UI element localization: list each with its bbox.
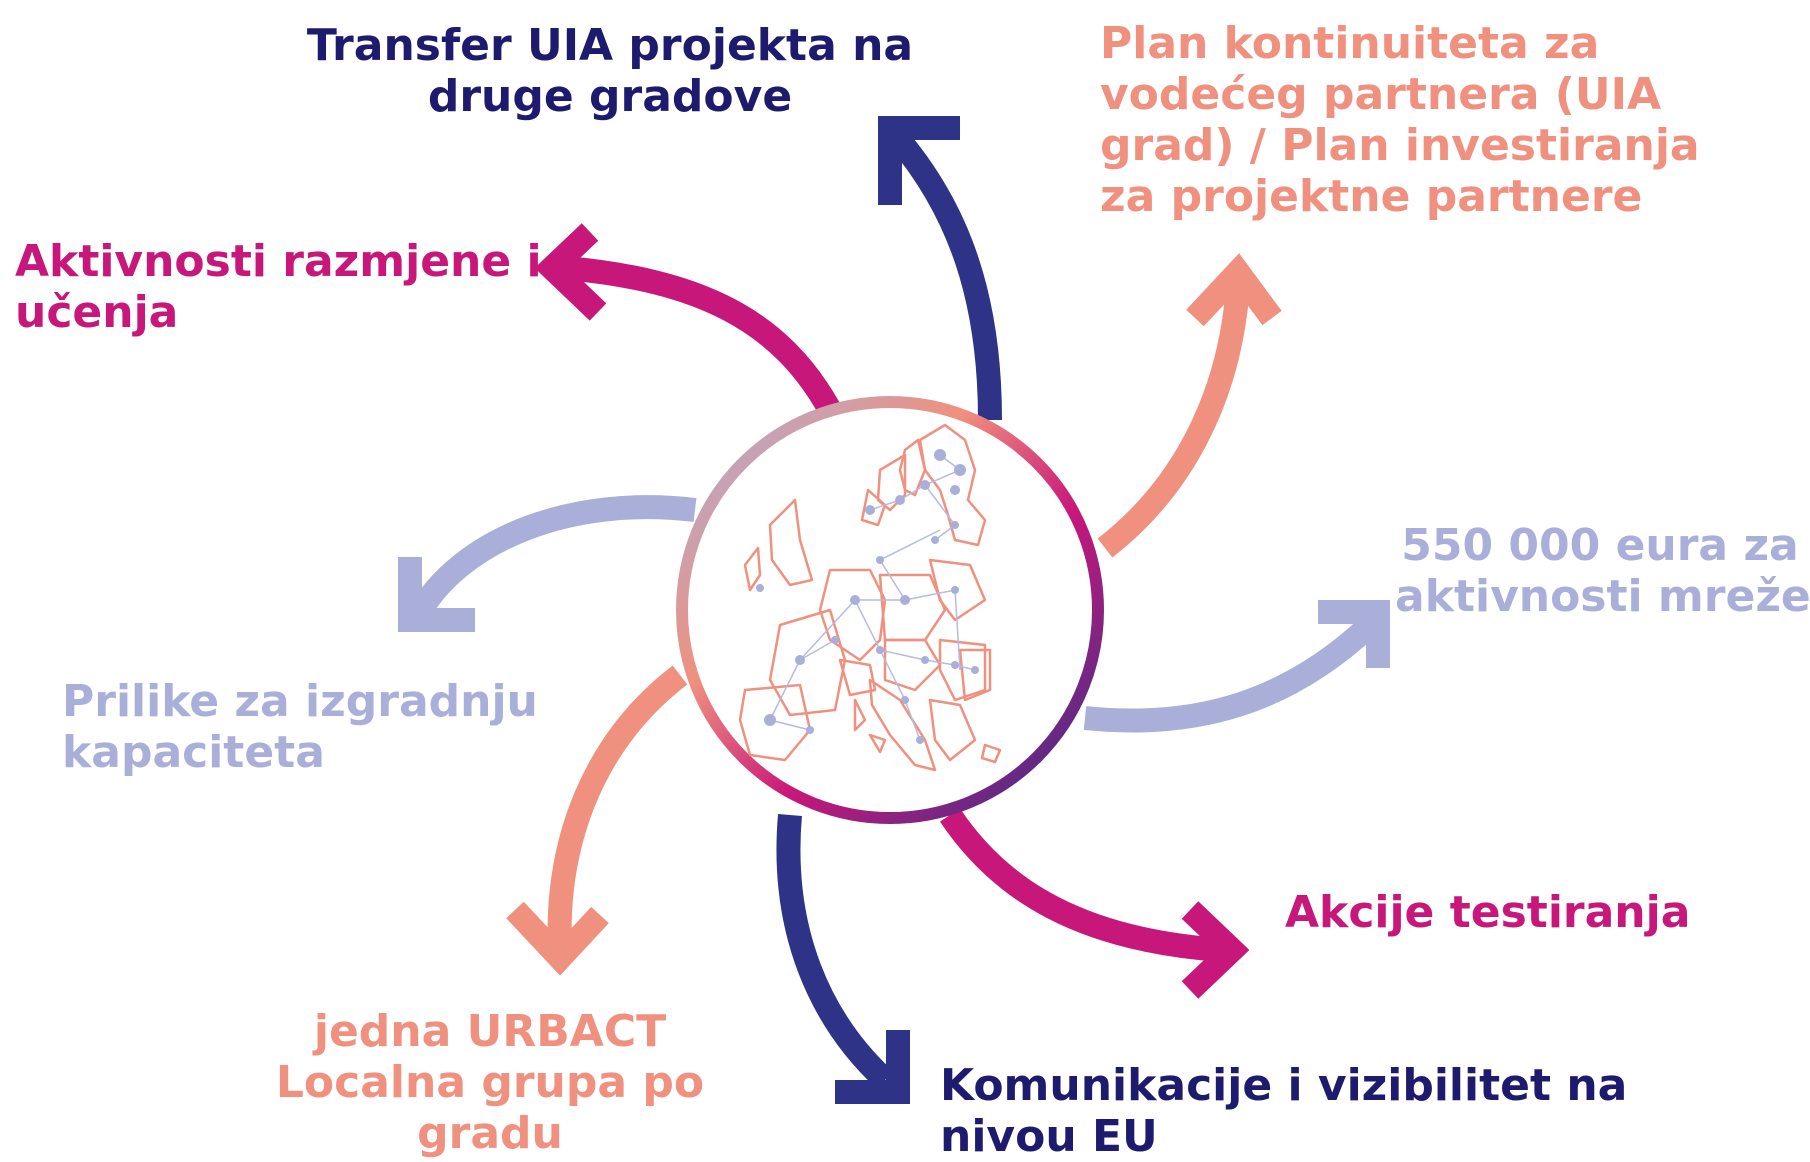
arrow-transfer bbox=[878, 116, 1002, 421]
label-plan-line-3: grad) / Plan investiranja bbox=[1100, 120, 1700, 171]
label-budget-line-1: 550 000 eura za bbox=[1401, 520, 1799, 571]
label-jedna: jedna URBACT Localna grupa po gradu bbox=[260, 1006, 720, 1159]
label-prilike: Prilike za izgradnju kapaciteta bbox=[62, 676, 538, 778]
arrow-jedna bbox=[506, 665, 688, 976]
arrow-akcije bbox=[940, 808, 1250, 999]
label-budget: 550 000 eura za aktivnosti mreže bbox=[1395, 520, 1810, 622]
arrow-aktivnosti bbox=[534, 223, 841, 416]
label-akcije-line-1: Akcije testiranja bbox=[1285, 887, 1691, 938]
label-aktivnosti-line-1: Aktivnosti razmjene i bbox=[15, 236, 542, 287]
label-komunikacije-line-2: nivou EU bbox=[940, 1111, 1158, 1162]
label-plan-line-2: vodećeg partnera (UIA bbox=[1100, 69, 1662, 120]
label-aktivnosti-line-2: učenja bbox=[15, 287, 179, 338]
arrow-plan bbox=[1097, 253, 1282, 558]
label-transfer: Transfer UIA projekta na druge gradove bbox=[300, 20, 920, 122]
label-prilike-line-2: kapaciteta bbox=[62, 727, 325, 778]
center-ring bbox=[676, 396, 1104, 824]
label-plan-line-1: Plan kontinuiteta za bbox=[1100, 18, 1600, 69]
arrow-prilike bbox=[398, 495, 697, 632]
arrow-budget bbox=[1083, 600, 1390, 733]
network-nodes bbox=[756, 449, 979, 744]
label-transfer-line-2: druge gradove bbox=[427, 71, 793, 122]
label-akcije: Akcije testiranja bbox=[1285, 887, 1690, 938]
label-budget-line-2: aktivnosti mreže bbox=[1395, 571, 1810, 622]
label-jedna-line-2: Localna grupa po bbox=[275, 1057, 705, 1108]
label-komunikacije: Komunikacije i vizibilitet na nivou EU bbox=[940, 1060, 1627, 1162]
label-jedna-line-1: jedna URBACT bbox=[313, 1006, 667, 1057]
label-komunikacije-line-1: Komunikacije i vizibilitet na bbox=[940, 1060, 1628, 1111]
label-plan-line-4: za projektne partnere bbox=[1100, 171, 1643, 222]
label-plan: Plan kontinuiteta za vodećeg partnera (U… bbox=[1100, 18, 1700, 222]
label-prilike-line-1: Prilike za izgradnju bbox=[62, 676, 538, 727]
arrow-komunikacije bbox=[776, 813, 910, 1104]
europe-map-icon bbox=[738, 423, 1002, 772]
label-jedna-line-3: gradu bbox=[417, 1108, 563, 1159]
label-transfer-line-1: Transfer UIA projekta na bbox=[306, 20, 914, 71]
label-aktivnosti: Aktivnosti razmjene i učenja bbox=[15, 236, 542, 338]
